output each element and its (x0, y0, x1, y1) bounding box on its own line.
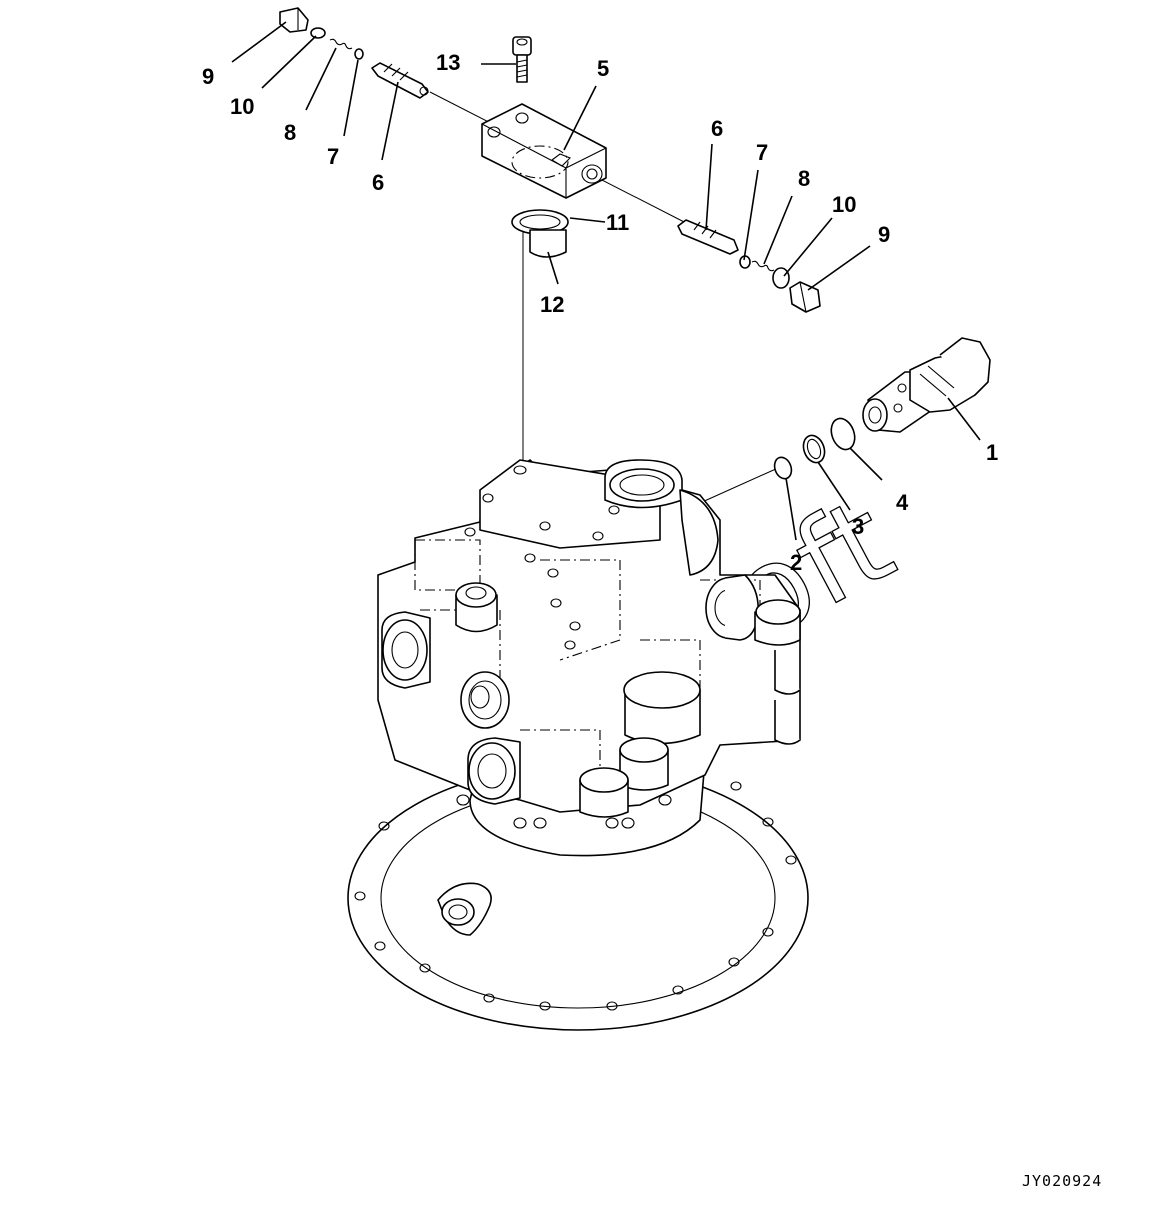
callout-12: 12 (540, 292, 564, 317)
lower-left-port (467, 737, 521, 805)
plug-top-left (455, 582, 498, 633)
callout-13: 13 (436, 50, 460, 75)
spring-8-right (751, 260, 775, 272)
spring-8-left (329, 38, 353, 50)
callout-10-left: 10 (230, 94, 254, 119)
center-left-port (460, 671, 510, 729)
callout-9-left: 9 (202, 64, 214, 89)
leader-lines (231, 21, 981, 541)
swing-motor-body (347, 459, 809, 1031)
valve-block (481, 103, 607, 199)
callout-8-left: 8 (284, 120, 296, 145)
plug-9-left (279, 7, 309, 33)
callout-7-right: 7 (756, 140, 768, 165)
ring-7-left (354, 48, 364, 60)
callout-1: 1 (986, 440, 998, 465)
top-port (604, 459, 719, 576)
drawing-code: JY020924 (1022, 1172, 1102, 1190)
callout-9-right: 9 (878, 222, 890, 247)
callout-8-right: 8 (798, 166, 810, 191)
o-ring-10-right (772, 267, 790, 289)
right-port (705, 574, 760, 641)
drain-port (437, 882, 492, 936)
callout-11: 11 (606, 210, 629, 235)
o-ring-2 (773, 456, 793, 480)
poppet-6-left (371, 62, 429, 99)
right-caps (579, 599, 801, 818)
callout-3: 3 (852, 514, 864, 539)
callout-2: 2 (790, 550, 802, 575)
callout-6-right: 6 (711, 116, 723, 141)
callout-10-right: 10 (832, 192, 856, 217)
o-ring-4 (830, 417, 856, 451)
callout-6-left: 6 (372, 170, 384, 195)
callout-7-left: 7 (327, 144, 339, 169)
callout-4: 4 (896, 490, 909, 515)
bolt-13 (512, 36, 532, 83)
callout-5: 5 (597, 56, 609, 81)
backup-ring-3 (802, 434, 826, 464)
plug-9-right (789, 281, 821, 313)
relief-valve-cartridge (862, 337, 991, 433)
flange-bolt-holes (354, 781, 797, 1011)
left-port (381, 611, 431, 689)
o-ring-10-left (310, 27, 326, 39)
axis-line-relief (699, 467, 779, 504)
poppet-6-right (677, 219, 739, 255)
